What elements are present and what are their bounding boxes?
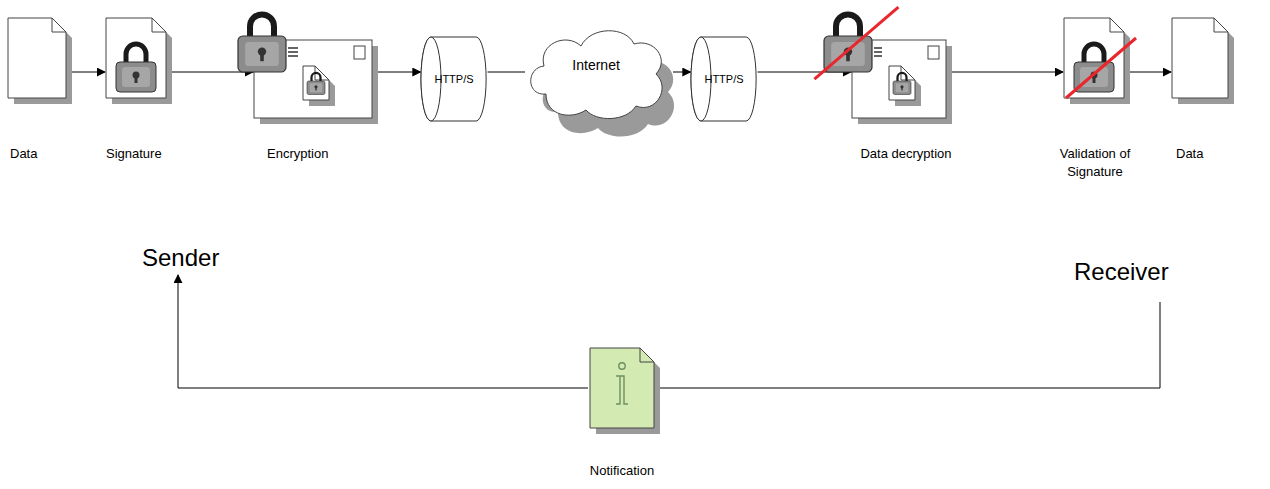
shape-text: HTTP/S — [704, 73, 743, 85]
protocol-cylinder: HTTP/S — [691, 37, 756, 121]
flow-connector — [656, 302, 1160, 388]
document-icon: Encryption — [254, 40, 372, 118]
icon-caption: Signature — [106, 145, 186, 163]
icon-caption: Data decryption — [856, 145, 956, 163]
flow-connector — [178, 275, 588, 388]
icon-caption: Data — [1176, 145, 1236, 163]
document-icon: Validation of Signature — [1064, 18, 1124, 98]
shape-outline — [106, 18, 166, 98]
document-icon: Data decryption — [852, 40, 946, 118]
icon-caption: Data — [10, 145, 70, 163]
party-label: Receiver — [1074, 258, 1169, 286]
party-name: Sender — [142, 244, 219, 272]
document-icon: Data — [1172, 18, 1228, 98]
document-icon: Signature — [106, 18, 166, 98]
flow-connector — [373, 72, 420, 73]
icon-caption: Notification — [562, 462, 682, 480]
shape-outline — [590, 348, 654, 428]
flow-connector — [67, 72, 105, 73]
shape-text: HTTP/S — [434, 73, 473, 85]
flow-connector — [673, 72, 690, 73]
shape-outline — [1064, 18, 1124, 98]
internet-cloud: Internet — [526, 24, 672, 122]
icon-caption: Encryption — [267, 145, 367, 163]
icon-caption: Validation of Signature — [1050, 145, 1140, 181]
shape-outline — [8, 18, 66, 98]
flow-connector — [947, 72, 1063, 73]
flow-connector — [488, 72, 525, 73]
party-name: Receiver — [1074, 258, 1169, 286]
document-icon: Data — [8, 18, 66, 98]
shape-text: Internet — [572, 57, 619, 73]
notification-icon: Notification — [590, 348, 654, 428]
party-label: Sender — [142, 244, 219, 272]
protocol-cylinder: HTTP/S — [421, 37, 486, 121]
shape-outline — [1172, 18, 1228, 98]
shape-outline — [254, 40, 372, 118]
flow-connector — [1125, 72, 1171, 73]
shape-outline — [852, 40, 946, 118]
